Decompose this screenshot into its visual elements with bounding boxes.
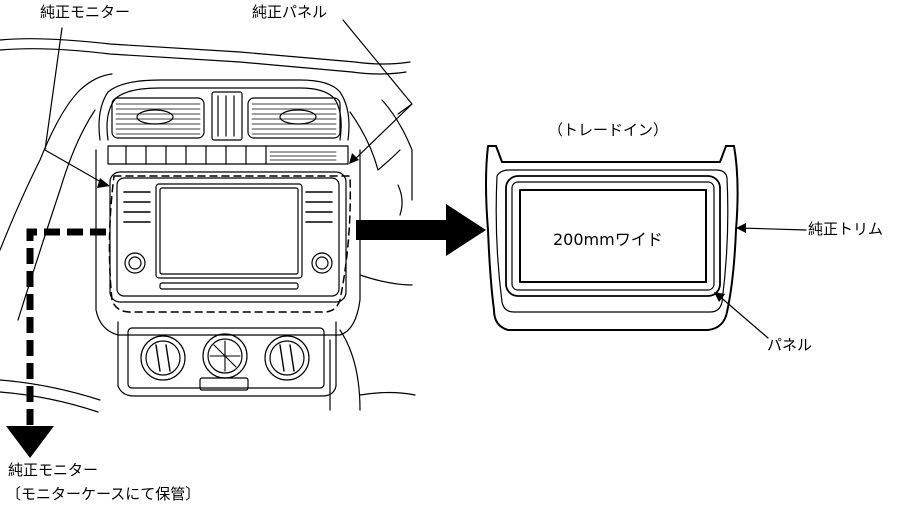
oem-trim-label: 純正トリム bbox=[808, 220, 884, 238]
oem-monitor-label: 純正モニター bbox=[40, 3, 131, 21]
button-strip bbox=[107, 145, 349, 165]
oem-panel-label: 純正パネル bbox=[252, 3, 328, 21]
climate-control-panel bbox=[117, 321, 337, 397]
storage-note-label: 〔モニターケースにて保管〕 bbox=[6, 485, 201, 503]
oem-panel-dashed-outline bbox=[108, 175, 352, 313]
oem-trim-inner-edge bbox=[495, 169, 729, 313]
leader-oem-panel-2 bbox=[351, 103, 413, 163]
removal-dashed-path bbox=[26, 228, 106, 440]
panel-outer-frame bbox=[505, 175, 721, 297]
trade-in-label: （トレードイン） bbox=[548, 121, 669, 139]
wide-monitor-screen bbox=[519, 189, 707, 283]
leader-oem-trim bbox=[739, 227, 807, 231]
oem-panel-pointer bbox=[349, 153, 359, 164]
down-arrow-head bbox=[6, 426, 54, 458]
monitor-size-label: 200mmワイド bbox=[553, 230, 663, 249]
oem-monitor-unit bbox=[109, 171, 347, 303]
removed-monitor-label: 純正モニター bbox=[8, 461, 99, 479]
left-air-vent bbox=[111, 97, 205, 139]
panel-inner-frame bbox=[511, 181, 715, 291]
oem-trim bbox=[485, 145, 739, 331]
center-console-body bbox=[95, 149, 361, 336]
air-vent-housing bbox=[98, 79, 350, 141]
right-air-vent bbox=[247, 97, 341, 139]
leader-panel bbox=[717, 294, 769, 339]
replacement-arrow bbox=[356, 204, 486, 256]
panel-label: パネル bbox=[767, 336, 813, 354]
center-climate-knob bbox=[202, 333, 248, 379]
oem-trim-pointer bbox=[736, 223, 746, 233]
center-vent-control bbox=[211, 91, 243, 141]
climate-button bbox=[199, 377, 249, 391]
panel-pointer bbox=[714, 292, 725, 302]
right-climate-knob bbox=[264, 335, 310, 381]
left-climate-knob bbox=[140, 335, 186, 381]
oem-monitor-pointer bbox=[97, 178, 110, 188]
leader-oem-panel-1 bbox=[342, 19, 413, 115]
leader-oem-monitor bbox=[44, 27, 109, 187]
